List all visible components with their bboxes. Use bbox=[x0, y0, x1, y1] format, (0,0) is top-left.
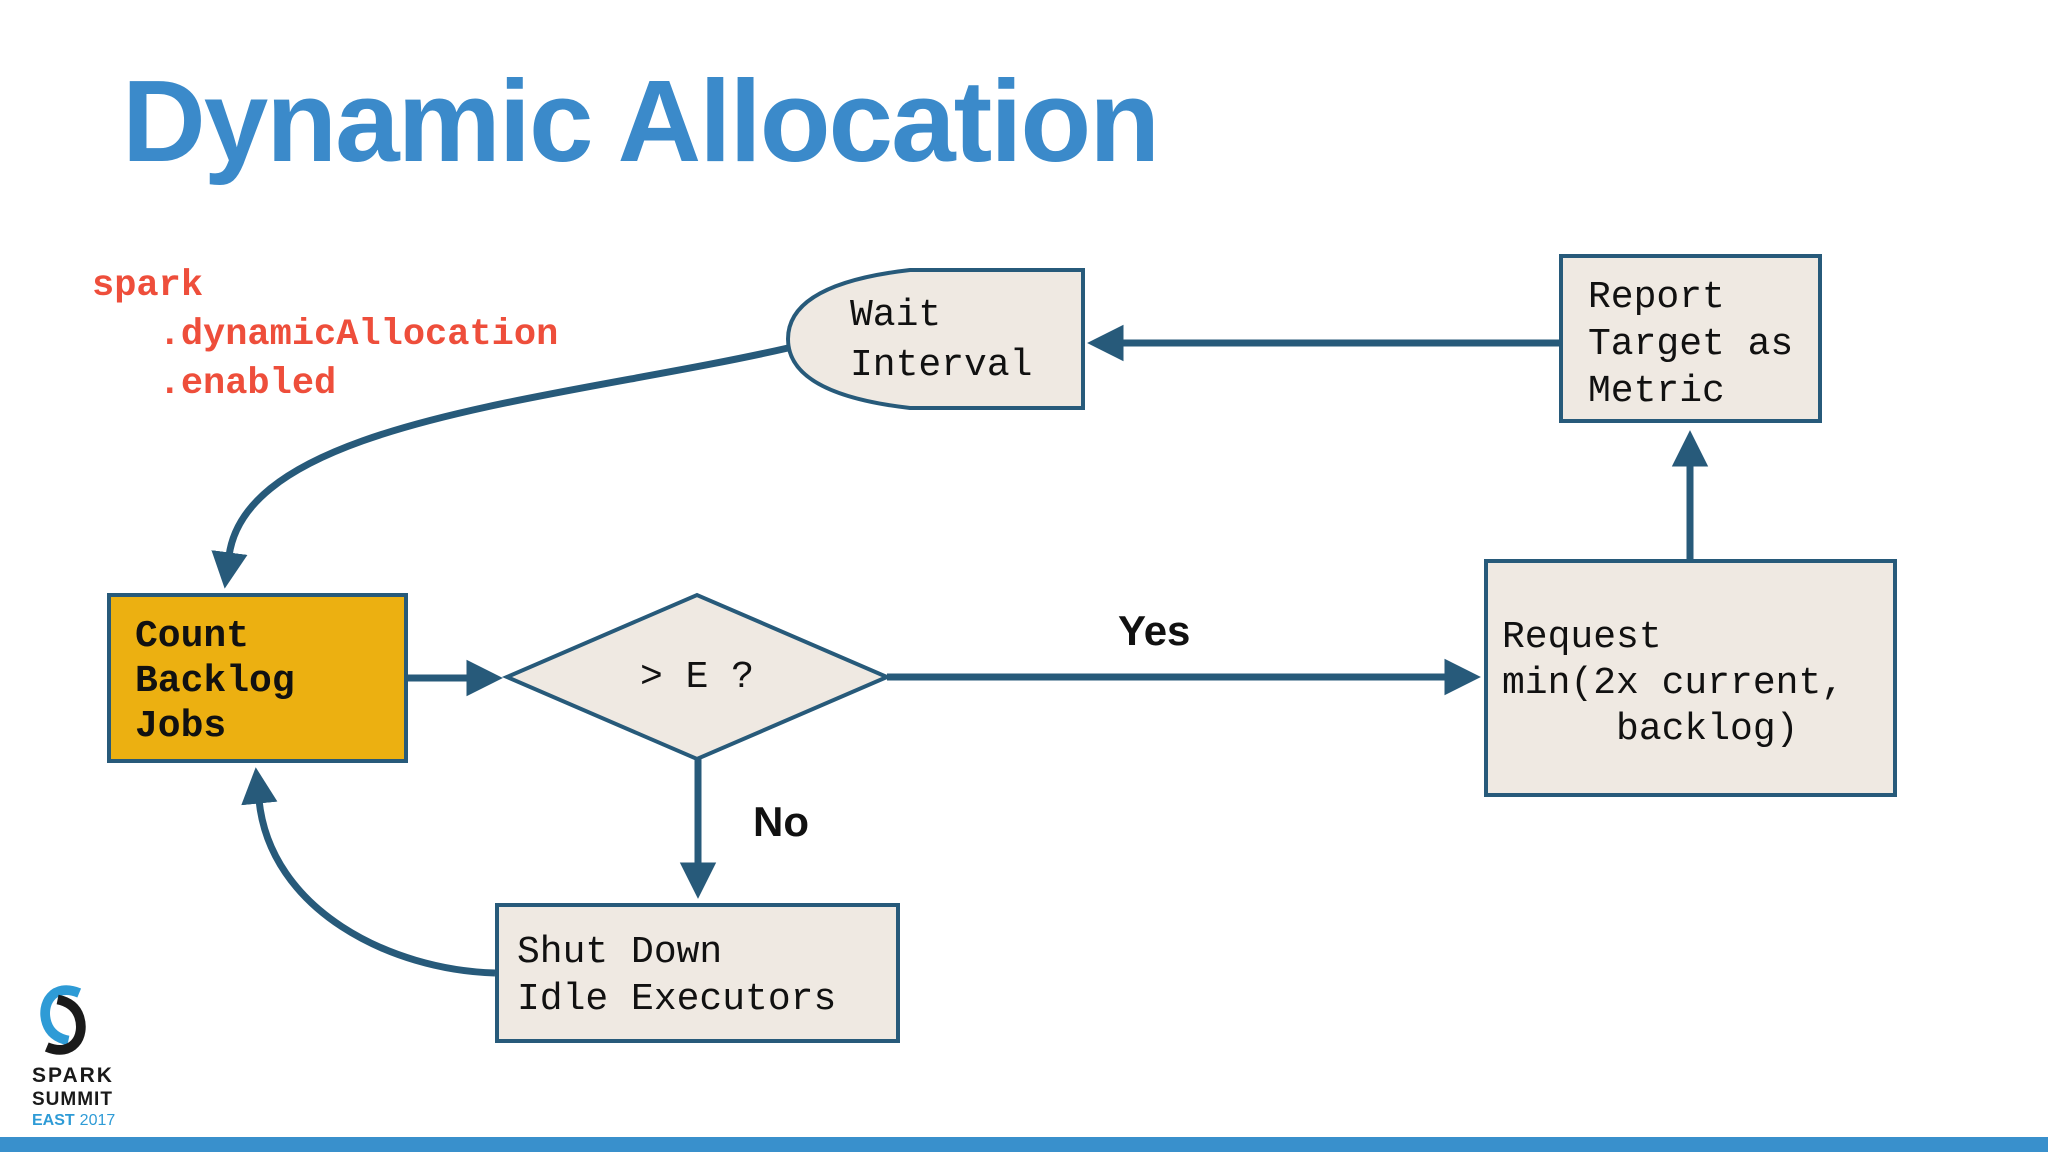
logo-text-east: EAST bbox=[32, 1112, 75, 1129]
spark-config-code: spark .dynamicAllocation .enabled bbox=[92, 265, 559, 405]
page-title: Dynamic Allocation bbox=[122, 56, 1160, 186]
logo-text-year: 2017 bbox=[79, 1112, 116, 1129]
node-shutdown-idle-executors bbox=[495, 903, 900, 1043]
node-request-min bbox=[1484, 559, 1897, 797]
node-count-backlog-jobs bbox=[107, 593, 408, 763]
logo-text-spark: SPARK bbox=[32, 1064, 114, 1087]
edge-shutdown-to-count bbox=[241, 767, 496, 977]
no-edge-label: No bbox=[753, 798, 809, 845]
request-min-label: Request min(2x current, backlog) bbox=[1502, 616, 1845, 751]
wait-interval-shape bbox=[785, 268, 1085, 410]
count-backlog-label: Count Backlog Jobs bbox=[135, 615, 295, 748]
spark-summit-s-icon bbox=[40, 985, 86, 1055]
report-target-label: Report Target as Metric bbox=[1588, 276, 1794, 413]
decision-label: > E ? bbox=[639, 656, 755, 699]
logo-text-summit: SUMMIT bbox=[32, 1089, 113, 1110]
footer-accent-bar bbox=[0, 1137, 2048, 1152]
node-report-target-as-metric bbox=[1559, 254, 1822, 423]
edge-wait-to-count bbox=[211, 344, 789, 589]
shutdown-idle-label: Shut Down Idle Executors bbox=[517, 931, 837, 1021]
wait-interval-label: Wait Interval bbox=[850, 294, 1033, 387]
yes-edge-label: Yes bbox=[1118, 607, 1191, 654]
